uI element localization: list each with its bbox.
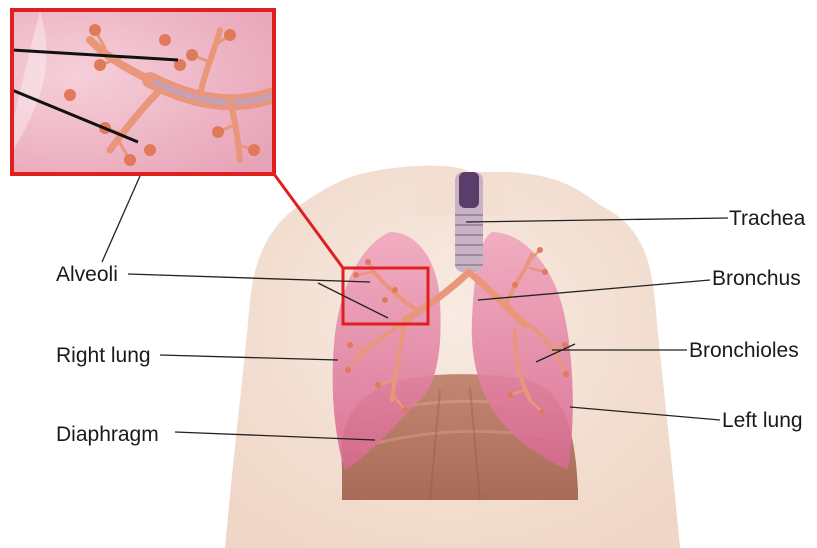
- label-left-lung: Left lung: [722, 410, 803, 431]
- label-diaphragm: Diaphragm: [56, 424, 159, 445]
- label-alveoli: Alveoli: [56, 264, 118, 285]
- label-right-lung: Right lung: [56, 345, 151, 366]
- label-bronchioles: Bronchioles: [689, 340, 799, 361]
- label-bronchus: Bronchus: [712, 268, 801, 289]
- alveoli-magnified-inset: [0, 10, 274, 174]
- label-trachea: Trachea: [729, 208, 805, 229]
